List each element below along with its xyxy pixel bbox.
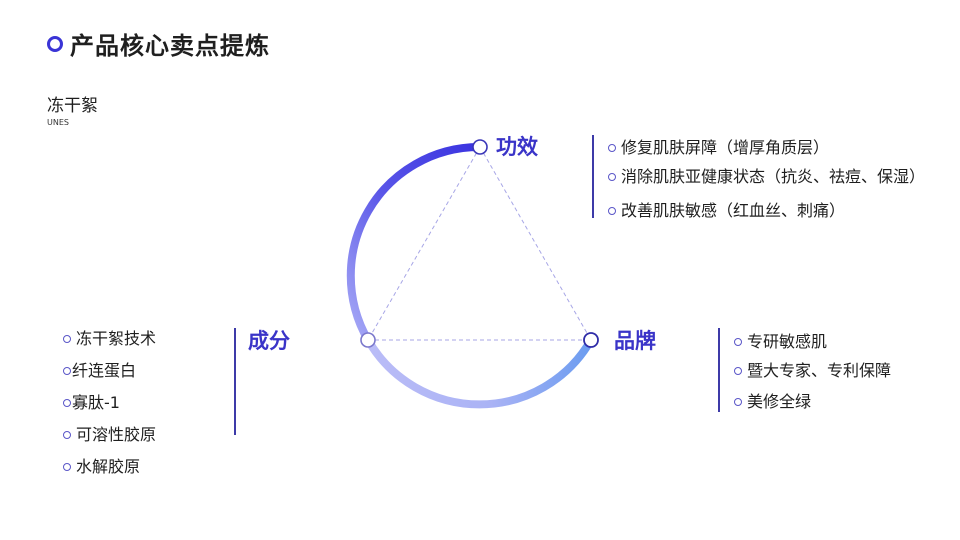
divider-efficacy bbox=[592, 135, 594, 218]
label-ingredients: 成分 bbox=[248, 329, 290, 353]
bullet-icon bbox=[734, 398, 742, 406]
node-ingredients-icon bbox=[360, 332, 376, 348]
divider-ingredients bbox=[234, 328, 236, 435]
node-efficacy-icon bbox=[472, 139, 488, 155]
bullet-icon bbox=[734, 367, 742, 375]
list-item: 美修全绿 bbox=[734, 388, 811, 412]
bullet-icon bbox=[608, 144, 616, 152]
brand-subtitle: UNES bbox=[47, 118, 69, 127]
bullet-icon bbox=[63, 335, 71, 343]
list-item: 暨大专家、专利保障 bbox=[734, 357, 891, 381]
list-item: 冻干絮技术 bbox=[63, 325, 156, 349]
arc-ingredients-brand bbox=[364, 337, 595, 409]
bullet-icon bbox=[608, 207, 616, 215]
brand-name: 冻干絮 bbox=[47, 96, 98, 116]
dashed-triangle bbox=[367, 146, 592, 341]
list-item: 寡肽-1 bbox=[63, 389, 120, 413]
bullet-icon bbox=[734, 338, 742, 346]
list-item: 纤连蛋白 bbox=[63, 357, 136, 381]
label-efficacy: 功效 bbox=[496, 135, 538, 159]
bullet-icon bbox=[63, 399, 71, 407]
list-item: 修复肌肤屏障（增厚角质层） bbox=[608, 134, 829, 158]
bullet-icon bbox=[608, 173, 616, 181]
list-item: 水解胶原 bbox=[63, 453, 140, 477]
bullet-icon bbox=[63, 367, 71, 375]
bullet-icon bbox=[63, 463, 71, 471]
divider-brand bbox=[718, 328, 720, 412]
list-item: 可溶性胶原 bbox=[63, 421, 156, 445]
node-brand-icon bbox=[583, 332, 599, 348]
title-bullet-icon bbox=[47, 36, 63, 52]
arc-efficacy-ingredients bbox=[346, 142, 484, 344]
list-item: 专研敏感肌 bbox=[734, 328, 827, 352]
list-item: 改善肌肤敏感（红血丝、刺痛） bbox=[608, 197, 845, 221]
bullet-icon bbox=[63, 431, 71, 439]
list-item: 消除肌肤亚健康状态（抗炎、祛痘、保湿） bbox=[608, 163, 925, 187]
page-title: 产品核心卖点提炼 bbox=[70, 32, 270, 60]
label-brand: 品牌 bbox=[614, 329, 656, 353]
